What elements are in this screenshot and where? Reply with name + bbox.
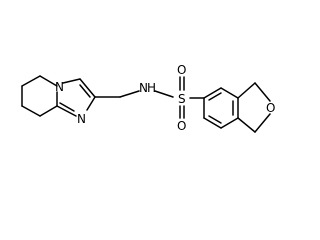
bond [237, 82, 256, 99]
furan-ring-bonds [237, 82, 271, 133]
sulfonyl-bonds [179, 76, 205, 119]
bond [21, 75, 41, 87]
bond [203, 117, 222, 129]
bond [254, 113, 271, 133]
benzene-ring-bonds [203, 87, 239, 129]
bond [21, 105, 41, 117]
bond [154, 90, 174, 98]
bond [208, 92, 222, 101]
bond [39, 105, 58, 117]
atom-label-oxygen-top: O [177, 63, 186, 77]
bond [208, 115, 222, 124]
saturated-ring-bonds [21, 75, 58, 117]
atom-label-n-amide: N [139, 81, 148, 95]
atom-label-oxygen-furan: O [266, 101, 275, 115]
bond [237, 117, 256, 133]
imidazole-ring-bonds [56, 78, 96, 117]
atom-label-n-ring: N [55, 80, 64, 94]
bond [39, 75, 58, 87]
bond [86, 96, 96, 111]
bond [62, 78, 81, 84]
bond [56, 105, 77, 117]
bond [79, 84, 91, 98]
bond [79, 78, 96, 98]
bond [203, 87, 222, 99]
linker-bonds [94, 90, 174, 98]
molecule-structure-diagram: N N N H S O O O [21, 63, 275, 133]
atom-label-n-bridge: N [77, 112, 86, 126]
bond [254, 82, 271, 102]
atom-label-h-amide: H [147, 81, 156, 95]
bond [220, 87, 239, 99]
atom-label-sulfur: S [178, 92, 186, 106]
atom-label-oxygen-bottom: O [177, 119, 186, 133]
bond [119, 90, 140, 98]
bond [59, 102, 75, 112]
bond [220, 117, 239, 129]
